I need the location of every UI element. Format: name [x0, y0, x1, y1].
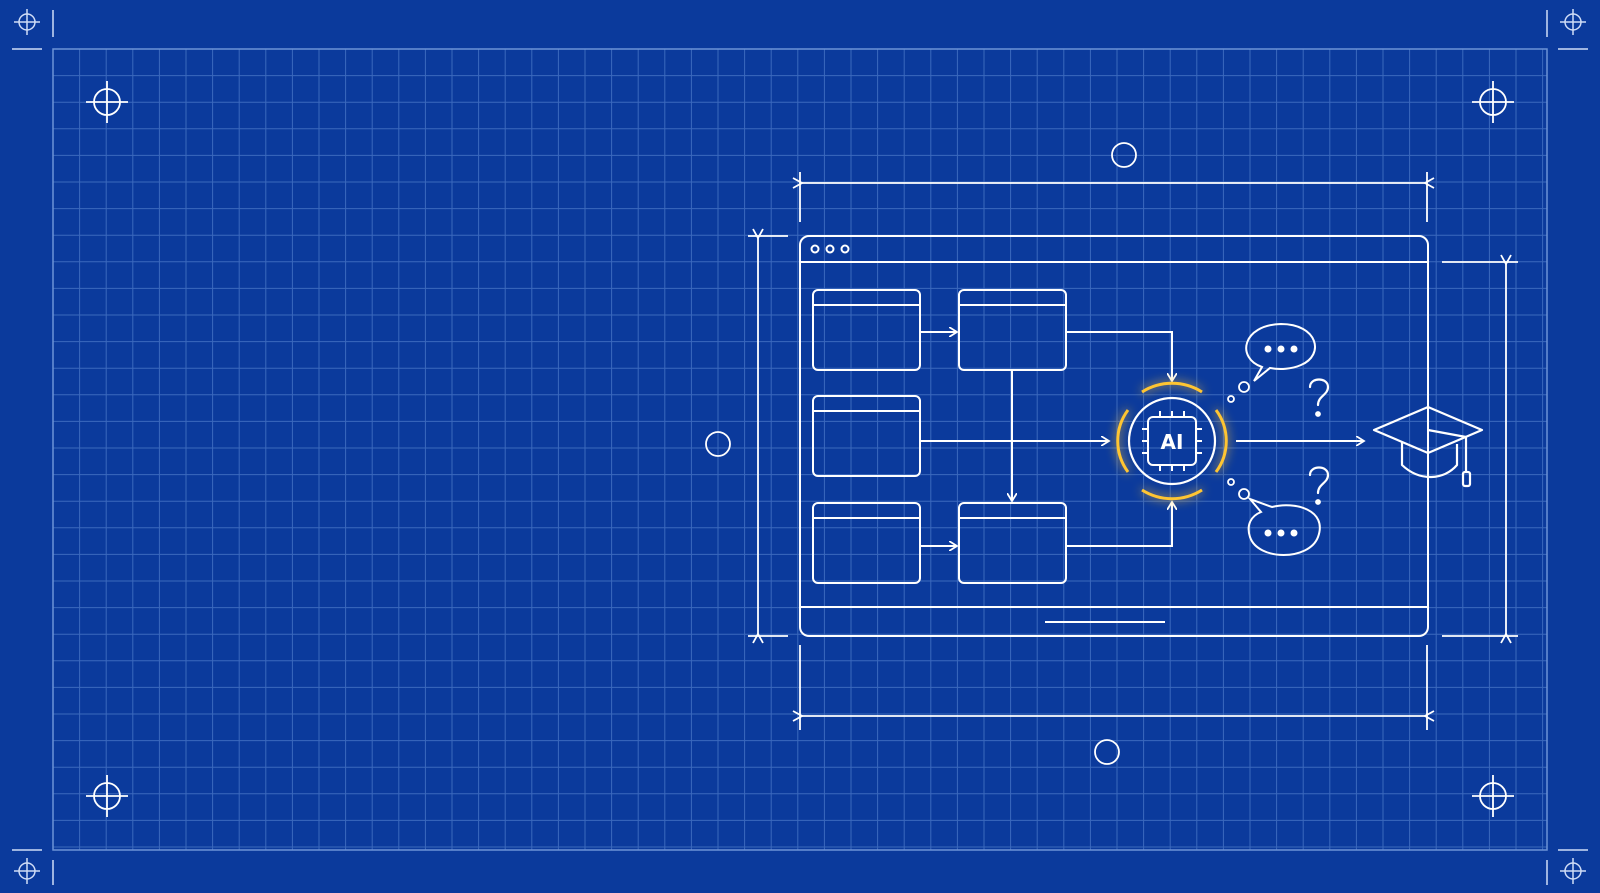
window-dot-icon: [810, 244, 820, 254]
flow-arrows: [920, 332, 1364, 546]
document-card-icon: [812, 395, 921, 477]
question-marks: [1308, 378, 1330, 505]
crosshair-icon: [12, 849, 54, 885]
grid-frame: [52, 48, 1548, 851]
question-mark-icon: [1308, 378, 1330, 417]
dimension-lines: [705, 142, 1518, 765]
speech-bubble-icon: [1246, 496, 1321, 556]
ai-chip-label: AI: [1161, 430, 1184, 454]
document-cards: [812, 289, 1067, 584]
reference-circle-left: [705, 431, 731, 457]
inner-crosshairs: [86, 81, 1514, 817]
crosshair-icon: [1472, 81, 1514, 123]
crosshair-icon: [1546, 9, 1588, 50]
flow-arrow: [1066, 331, 1172, 381]
document-card-icon: [812, 502, 921, 584]
ai-chip-pins: [1142, 411, 1202, 471]
crosshair-icon: [1546, 849, 1588, 885]
window-dot-icon: [825, 244, 835, 254]
ai-chip-icon: AI: [1116, 381, 1228, 501]
speech-bubble-icon: [1245, 322, 1316, 382]
document-card-icon: [958, 289, 1067, 371]
speech-bubbles: [1245, 322, 1321, 556]
reference-circle-top: [1111, 142, 1137, 168]
crosshair-icon: [86, 775, 128, 817]
browser-window-frame: [799, 235, 1429, 637]
crosshair-icon: [86, 81, 128, 123]
document-card-icon: [958, 502, 1067, 584]
registration-marks: [12, 9, 1588, 885]
graduation-cap-icon: [1372, 405, 1484, 488]
reference-circle-bottom: [1094, 739, 1120, 765]
crosshair-icon: [1472, 775, 1514, 817]
thought-dots: [1227, 381, 1250, 500]
ai-glow-ring: [1116, 381, 1228, 501]
question-mark-icon: [1308, 466, 1330, 505]
document-card-icon: [812, 289, 921, 371]
window-dot-icon: [840, 244, 850, 254]
ai-chip-circle: [1127, 396, 1217, 486]
crosshair-icon: [12, 9, 54, 50]
flow-arrow: [1066, 502, 1172, 547]
browser-window-icon: [799, 235, 1429, 637]
